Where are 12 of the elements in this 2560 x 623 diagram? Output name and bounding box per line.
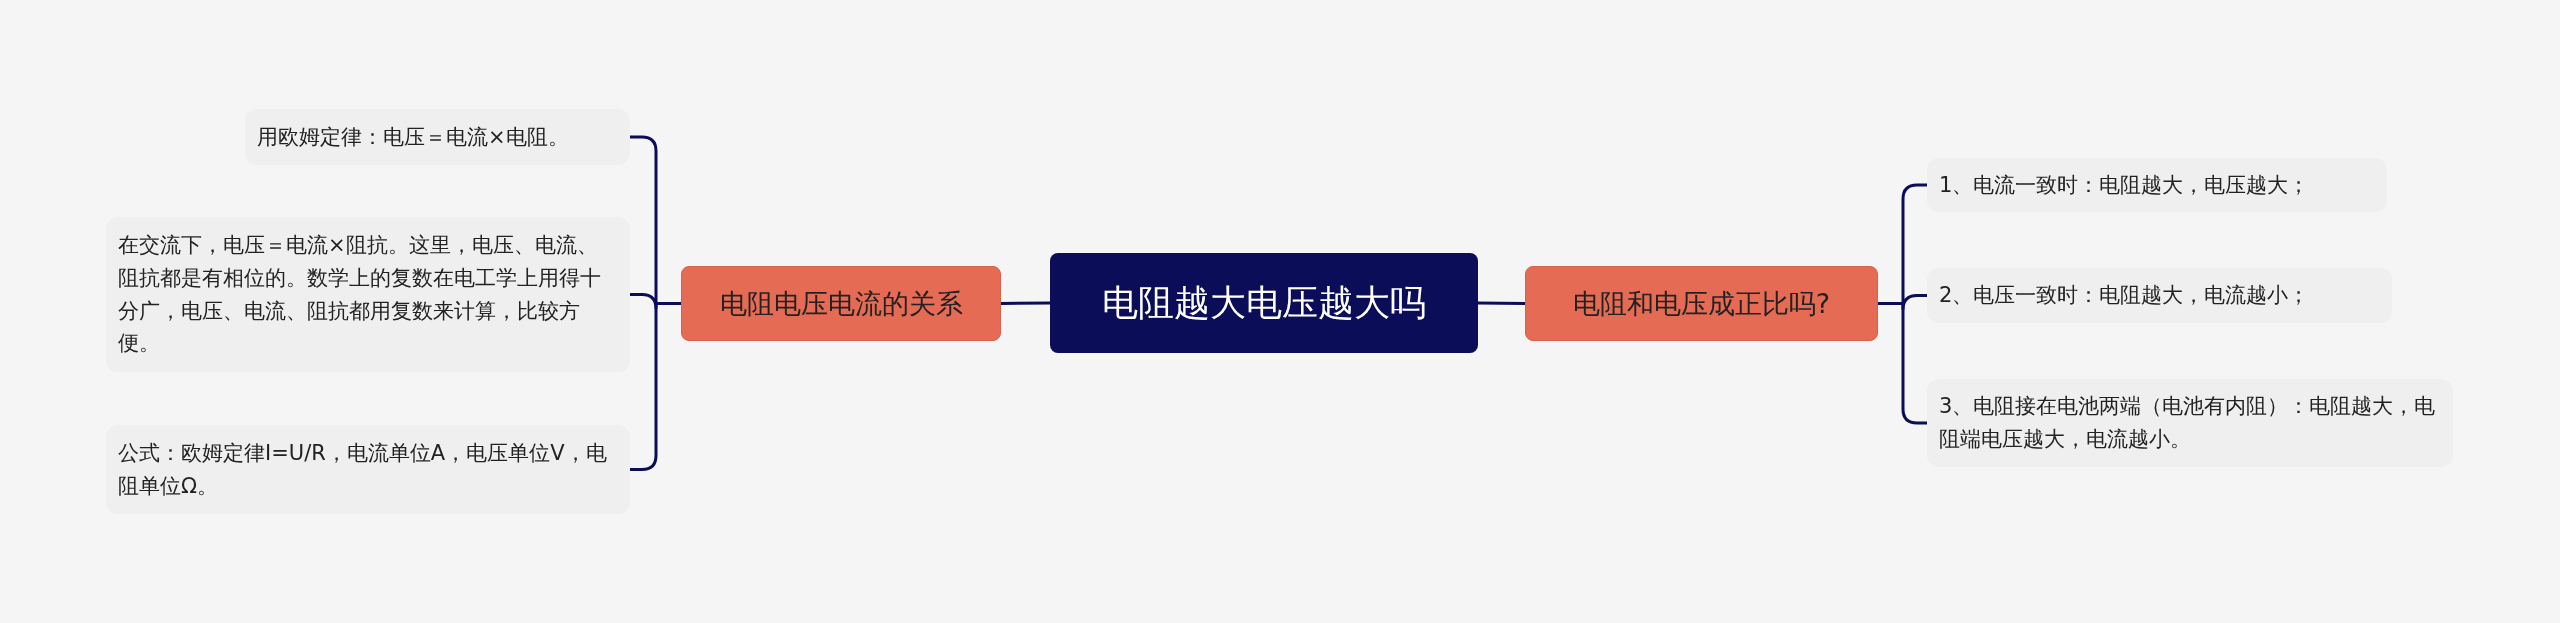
leaf-note: 1、电流一致时：电阻越大，电压越大； — [1927, 158, 2387, 212]
leaf-note: 3、电阻接在电池两端（电池有内阻）：电阻越大，电阻端电压越大，电流越小。 — [1927, 379, 2453, 467]
leaf-note: 用欧姆定律：电压＝电流×电阻。 — [245, 109, 630, 165]
leaf-note: 在交流下，电压＝电流×阻抗。这里，电压、电流、阻抗都是有相位的。数学上的复数在电工学上用得十分广，电压、电流、阻抗都用复数来计算，比较方便。 — [106, 217, 630, 372]
branch-topic: 电阻和电压成正比吗? — [1525, 266, 1878, 341]
connector-line — [1001, 301, 1050, 305]
connector-line — [1878, 302, 1927, 425]
central-topic: 电阻越大电压越大吗 — [1050, 253, 1478, 353]
branch-topic: 电阻电压电流的关系 — [681, 266, 1001, 341]
connector-line — [1478, 301, 1525, 305]
leaf-note: 公式：欧姆定律I=U/R，电流单位A，电压单位V，电阻单位Ω。 — [106, 425, 630, 514]
leaf-note: 2、电压一致时：电阻越大，电流越小； — [1927, 268, 2392, 323]
